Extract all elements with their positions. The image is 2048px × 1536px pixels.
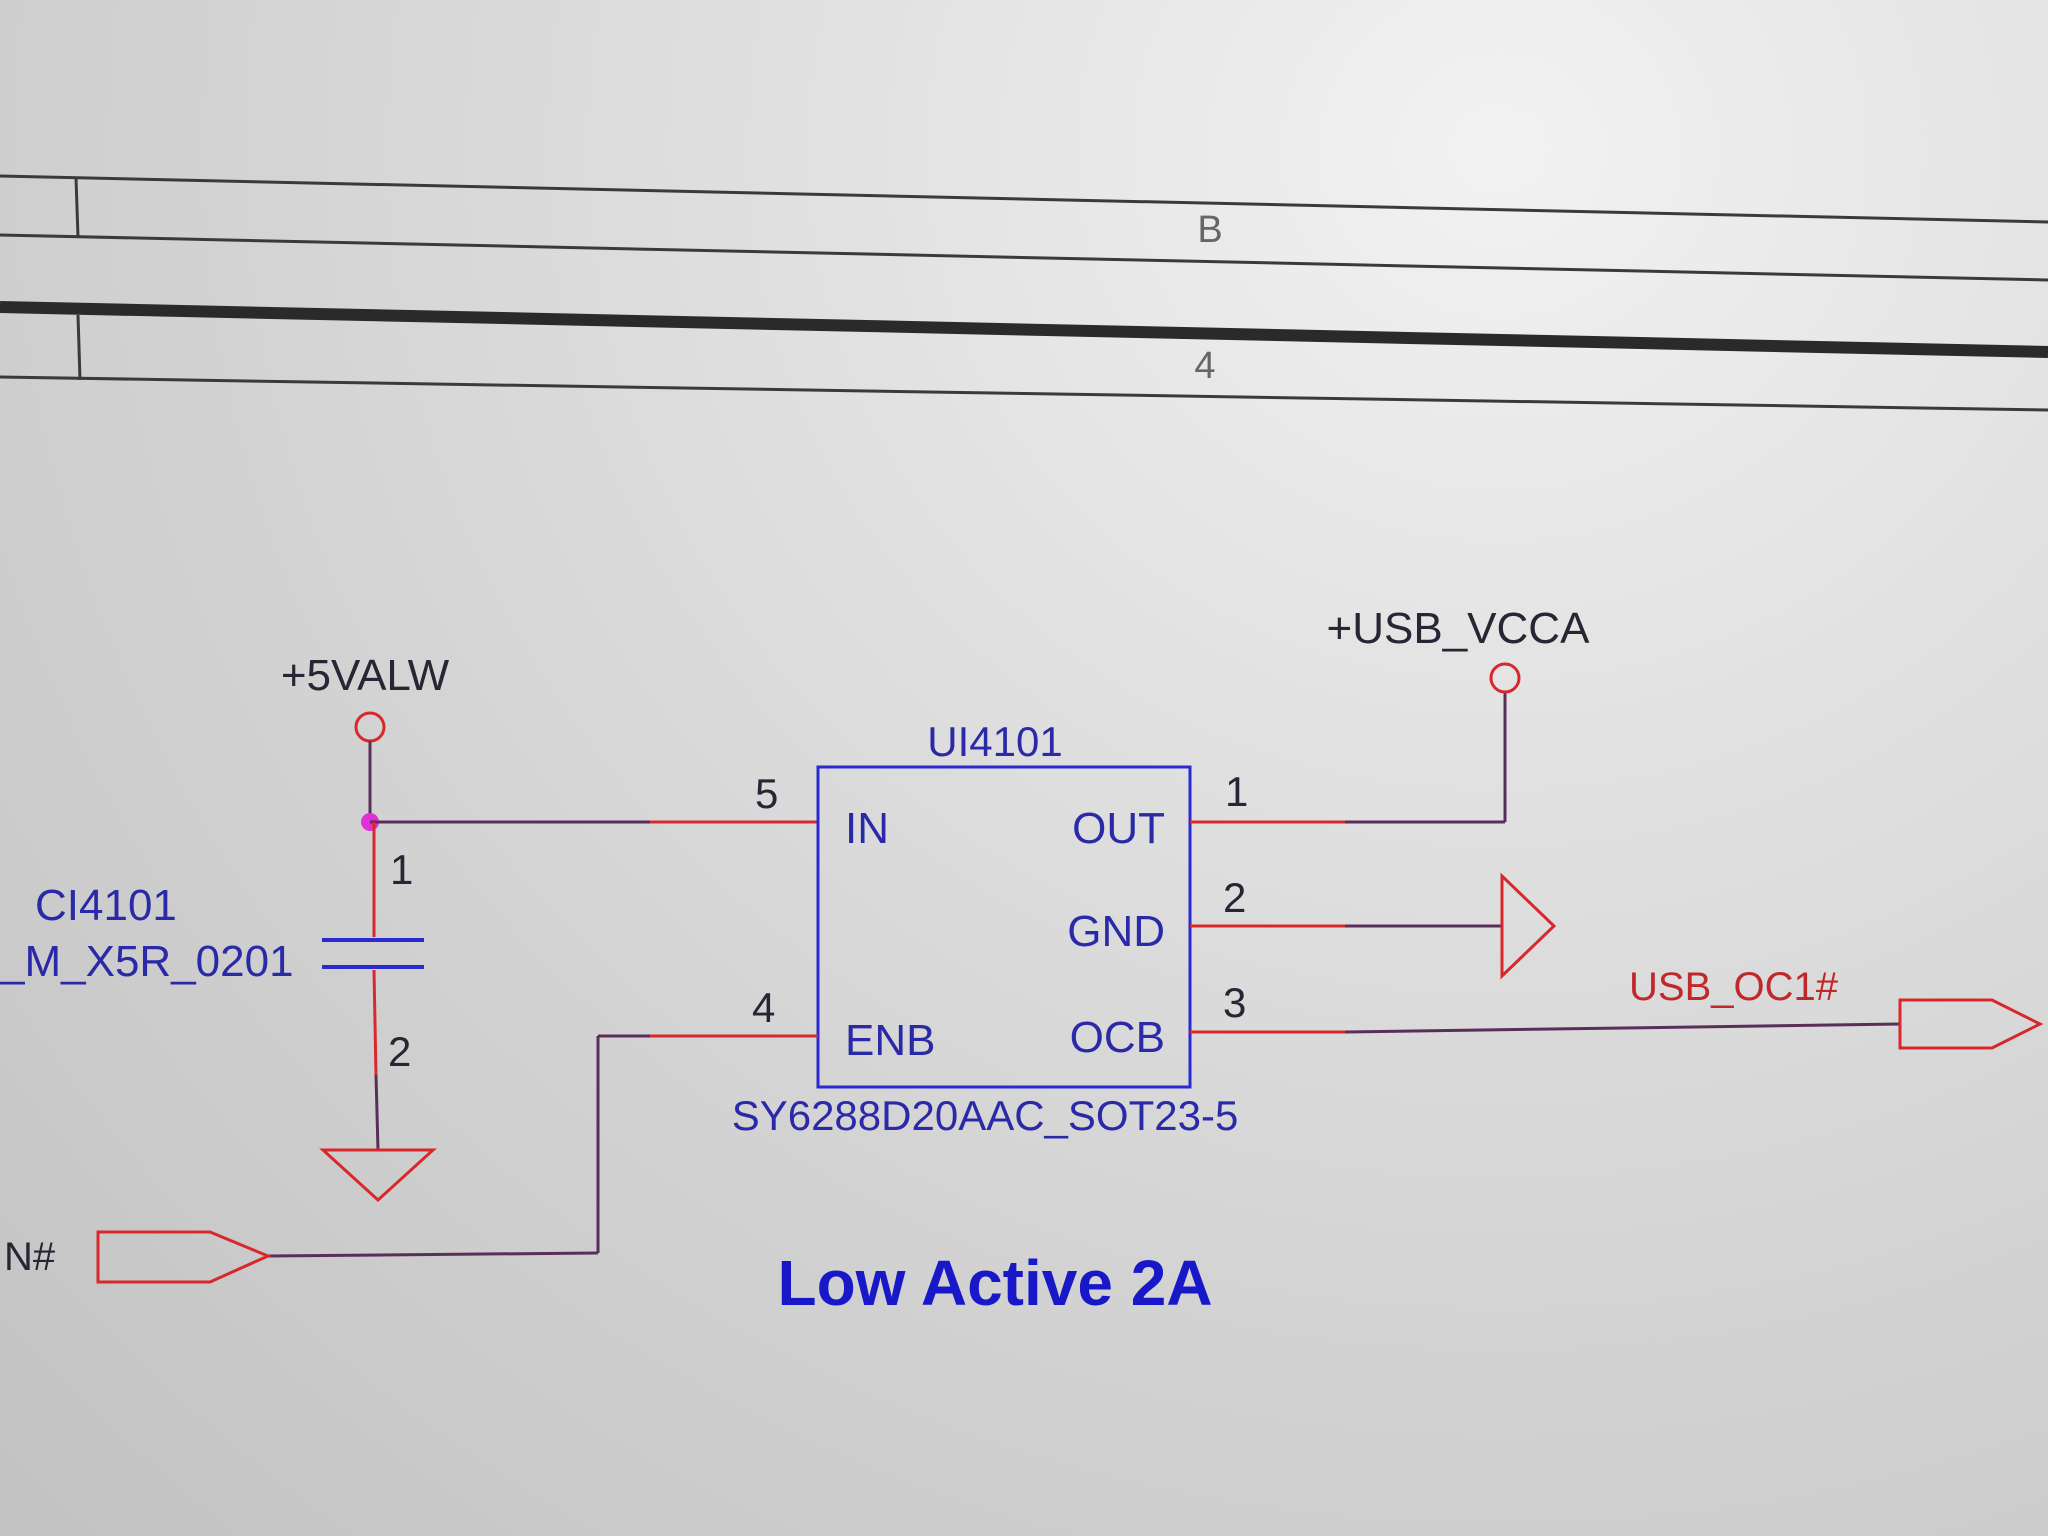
pin-ocb-name: OCB xyxy=(1070,1013,1165,1062)
pin-gnd-number: 2 xyxy=(1223,874,1246,921)
frame-border: B 4 xyxy=(0,174,2048,412)
input-port-arrow-icon xyxy=(96,1230,272,1284)
ic-ui4101[interactable]: UI4101 SY6288D20AAC_SOT23-5 IN ENB OUT G… xyxy=(732,718,1249,1139)
power-rail-5valw-label: +5VALW xyxy=(281,651,450,700)
wire-enb-to-port xyxy=(267,1251,599,1258)
ic-part-number: SY6288D20AAC_SOT23-5 xyxy=(732,1092,1239,1139)
ic-refdes: UI4101 xyxy=(927,718,1062,765)
cap-refdes: CI4101 xyxy=(35,881,177,930)
power-rail-5valw[interactable]: +5VALW xyxy=(281,651,450,822)
wire-cap-to-gnd xyxy=(374,1074,380,1151)
pin-in-name: IN xyxy=(845,804,889,853)
pin-enb-number: 4 xyxy=(752,984,775,1031)
frame-row-letter: B xyxy=(1197,209,1222,251)
ground-triangle-icon xyxy=(1500,872,1557,980)
design-note: Low Active 2A xyxy=(777,1247,1212,1319)
power-port-circle-icon xyxy=(1489,662,1521,694)
net-usb-oc1[interactable]: USB_OC1# xyxy=(1190,965,2044,1050)
cap-pin2-number: 2 xyxy=(388,1028,411,1075)
port-enable-label: N# xyxy=(4,1235,56,1279)
cap-pin1-number: 1 xyxy=(390,846,413,893)
net-usb-vcca[interactable]: +USB_VCCA xyxy=(1190,604,1591,824)
power-rail-usb-vcca-label: +USB_VCCA xyxy=(1327,604,1591,653)
pin-out-number: 1 xyxy=(1225,768,1248,815)
wire-ocb xyxy=(1344,1022,1901,1034)
capacitor-ci4101[interactable]: 1 2 CI4101 _M_X5R_0201 xyxy=(0,822,437,1203)
frame-column-number: 4 xyxy=(1194,345,1215,387)
ground-triangle-icon xyxy=(319,1148,437,1203)
power-port-circle-icon xyxy=(354,711,386,743)
pin-gnd-name: GND xyxy=(1067,907,1165,956)
pin-ocb-number: 3 xyxy=(1223,979,1246,1026)
net-gnd[interactable] xyxy=(1190,872,1557,980)
pin-in-number: 5 xyxy=(755,770,778,817)
pin-enb-name: ENB xyxy=(845,1016,935,1065)
net-enable[interactable]: N# xyxy=(4,1034,818,1284)
port-usb-oc1-label: USB_OC1# xyxy=(1629,965,1839,1009)
cap-value: _M_X5R_0201 xyxy=(0,937,294,986)
pin-out-name: OUT xyxy=(1072,804,1165,853)
cap-pin2-lead xyxy=(372,969,378,1076)
output-port-arrow-icon xyxy=(1898,998,2044,1050)
